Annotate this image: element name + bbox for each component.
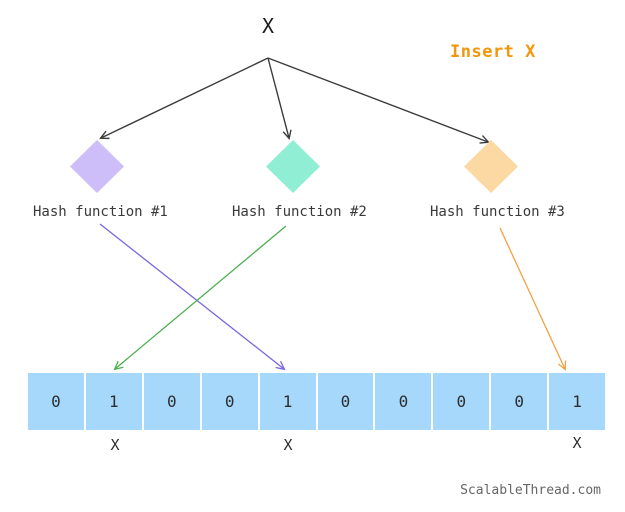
- bit-cell-7: 0: [433, 373, 490, 430]
- insert-action-label: Insert X: [450, 42, 536, 62]
- bit-cell-8: 0: [491, 373, 548, 430]
- bit-cell-6: 0: [375, 373, 432, 430]
- bit-cell-9: 1: [549, 373, 606, 430]
- bit-cell-5: 0: [317, 373, 374, 430]
- arrow-x-to-hash3: [267, 57, 490, 144]
- bit-cell-3: 0: [201, 373, 258, 430]
- hash-function-2-label: Hash function #2: [232, 204, 367, 220]
- x-mark-cell2: X: [110, 436, 120, 454]
- bit-cell-4: 1: [259, 373, 316, 430]
- arrow-hash3-to-cell10: [499, 227, 567, 371]
- arrow-x-to-hash2: [267, 57, 292, 140]
- arrow-hash1-to-cell5: [99, 223, 286, 371]
- x-mark-cell5: X: [283, 436, 293, 454]
- arrow-hash2-to-cell2: [113, 225, 287, 371]
- x-mark-cell10: X: [572, 434, 582, 452]
- watermark: ScalableThread.com: [460, 483, 601, 498]
- item-label: X: [261, 14, 275, 38]
- bit-cell-1: 1: [85, 373, 142, 430]
- bit-cell-0: 0: [28, 373, 84, 430]
- hash1-diamond-icon: [70, 140, 124, 193]
- hash3-diamond-icon: [464, 140, 518, 193]
- bit-cell-2: 0: [143, 373, 200, 430]
- hash-function-1-label: Hash function #1: [33, 204, 168, 220]
- hash2-diamond-icon: [266, 140, 320, 193]
- bit-array: 0 1 0 0 1 0 0 0 0 1: [28, 373, 606, 430]
- arrow-x-to-hash1: [99, 57, 269, 140]
- hash-function-3-label: Hash function #3: [430, 204, 565, 220]
